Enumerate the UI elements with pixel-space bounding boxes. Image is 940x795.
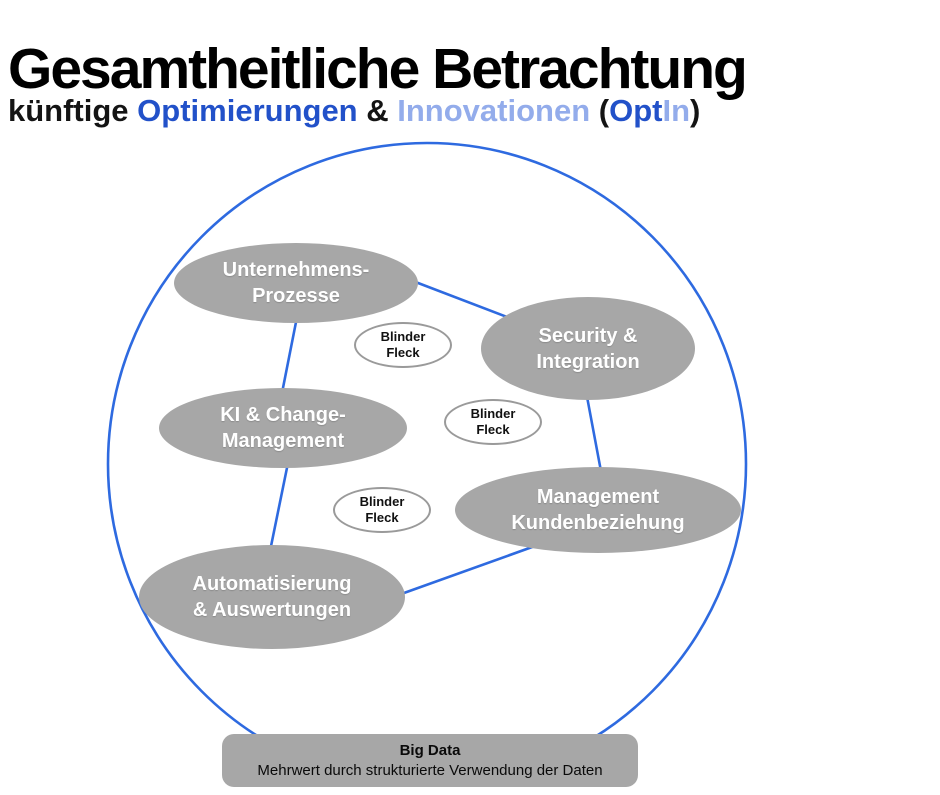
node-security-integration: Security & Integration xyxy=(481,297,695,400)
big-data-title: Big Data xyxy=(399,742,461,759)
blind-spot-bubble: Blinder Fleck xyxy=(444,399,542,445)
big-data-bar: Big Data Mehrwert durch strukturierte Ve… xyxy=(222,734,638,787)
edge-unternehmens-security xyxy=(404,276,521,324)
edge-security-management xyxy=(583,385,605,483)
subtitle-part: In xyxy=(662,92,691,128)
subtitle-part: Innovationen xyxy=(397,92,591,128)
subtitle-part: Optimierungen xyxy=(137,92,358,128)
page-subtitle: künftige Optimierungen & Innovationen (O… xyxy=(8,92,928,130)
node-management-kundenbeziehung: Management Kundenbeziehung xyxy=(455,467,741,553)
connector-lines xyxy=(267,276,605,600)
blind-spot-bubble: Blinder Fleck xyxy=(354,322,452,368)
subtitle-part: Opt xyxy=(609,92,663,128)
subtitle-part: ) xyxy=(690,92,701,128)
edge-unternehmens-ki xyxy=(279,311,300,399)
node-ki-change-management: KI & Change- Management xyxy=(159,388,407,468)
boundary-circle xyxy=(106,141,748,787)
edge-ki-automatisierung xyxy=(267,457,291,557)
subtitle-part: ( xyxy=(590,92,610,128)
subtitle-part: & xyxy=(357,92,398,128)
node-unternehmens-prozesse: Unternehmens- Prozesse xyxy=(174,243,418,323)
edge-automatisierung-management xyxy=(389,544,536,600)
node-automatisierung-auswertungen: Automatisierung & Auswertungen xyxy=(139,545,405,649)
big-data-subtitle: Mehrwert durch strukturierte Verwendung … xyxy=(257,762,603,779)
blind-spot-bubble: Blinder Fleck xyxy=(333,487,431,533)
subtitle-part: künftige xyxy=(8,92,138,128)
page-title: Gesamtheitliche Betrachtung xyxy=(8,37,748,102)
